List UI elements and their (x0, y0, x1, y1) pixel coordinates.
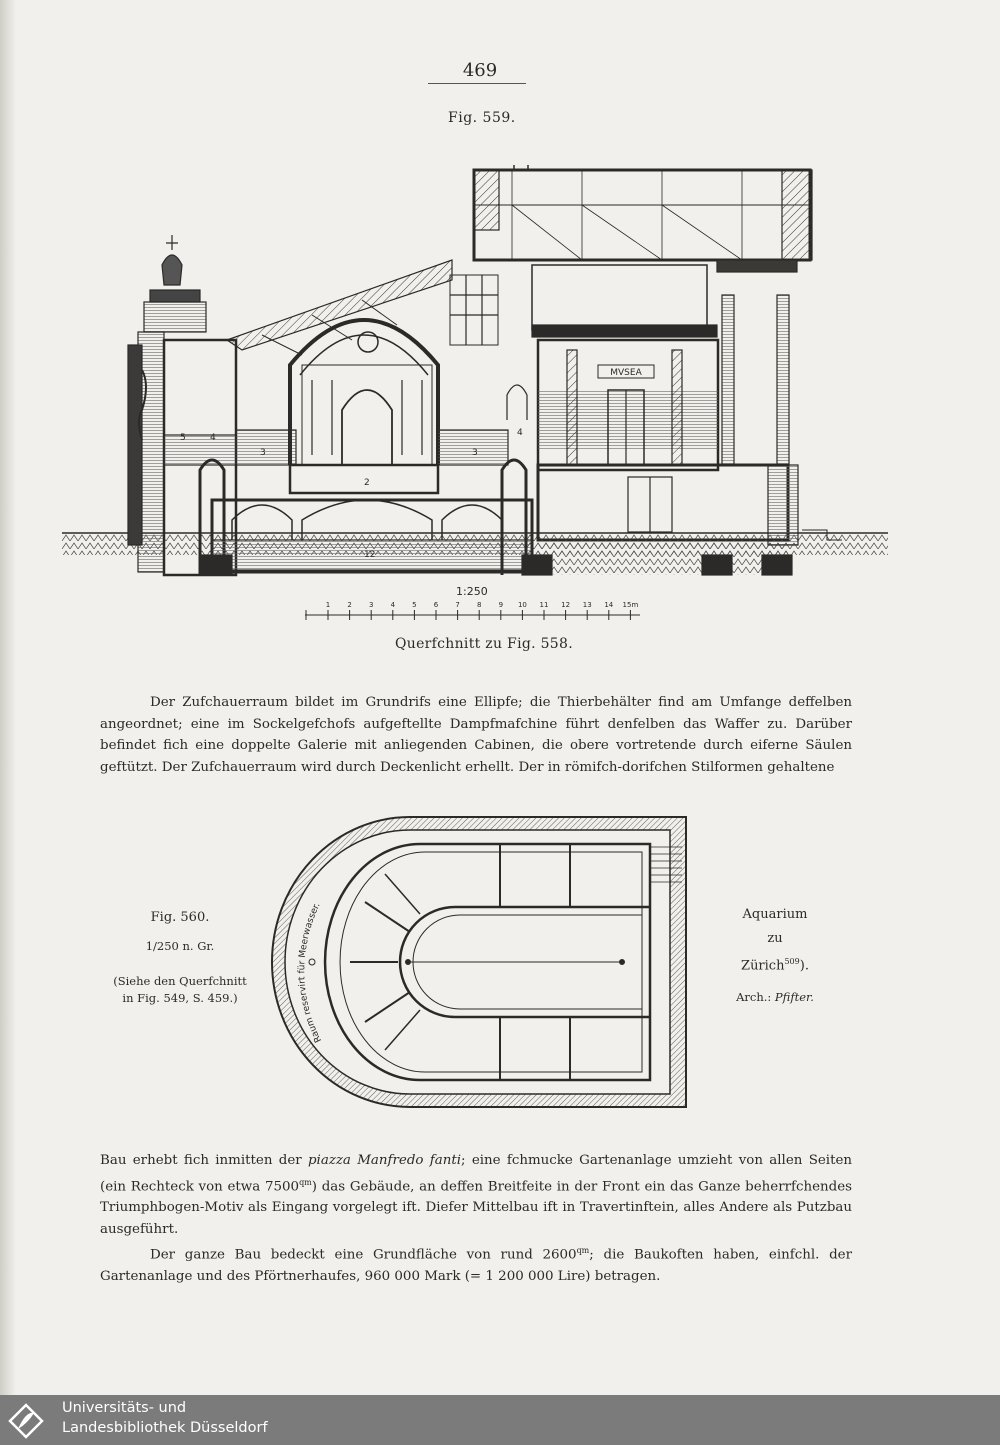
paragraph-2-part-2: ; eine fchmucke Gartenanlage umzieht von… (100, 1153, 852, 1194)
scale-tick-label: 3 (369, 601, 373, 609)
figure-559-subcaption: Querfchnitt zu Fig. 558. (395, 636, 573, 652)
aquarium-footnote-ref: 509 (784, 957, 800, 966)
scale-tick-label: 7 (455, 601, 459, 609)
figure-560-ref-line-2: in Fig. 549, S. 459.) (122, 991, 238, 1005)
paragraph-3-part-2: ; die Baukoften haben, einfchl. der Gart… (100, 1247, 852, 1285)
paragraph-1-text: Der Zufchauerraum bildet im Grundrifs ei… (100, 695, 852, 775)
figure-560-notes: Fig. 560. 1/250 n. Gr. (Siehe den Querfc… (100, 907, 260, 1007)
scale-ratio: 1:250 (456, 585, 488, 598)
paragraph-2-place: piazza Manfredo fanti (307, 1153, 461, 1168)
library-logo-icon (6, 1401, 46, 1441)
aquarium-close-paren: ). (799, 958, 809, 974)
paragraph-1: Der Zufchauerraum bildet im Grundrifs ei… (100, 692, 852, 778)
scale-tick-label: 1 (326, 601, 330, 609)
scale-tick-label: 4 (391, 601, 396, 609)
paragraph-3-text: Der ganze Bau bedeckt eine Grundfläche v… (100, 1240, 852, 1287)
aquarium-line-3: Zürich509). (715, 950, 835, 978)
library-name-line-2: Landesbibliothek Düsseldorf (62, 1420, 268, 1436)
scale-tick-label: 9 (499, 601, 503, 609)
room-label-3-right: 3 (472, 448, 478, 458)
scale-tick-label: 10 (518, 601, 527, 609)
page-number-rule (428, 83, 526, 84)
room-label-12: 12 (364, 550, 375, 560)
scale-tick-label: 15m (623, 601, 639, 609)
scale-tick-label: 12 (561, 601, 570, 609)
unit-qm-1: qm (299, 1177, 312, 1187)
scale-tick-label: 5 (412, 601, 416, 609)
scale-tick-label: 6 (434, 601, 439, 609)
architect-name: Pfifter. (774, 989, 814, 1004)
aquarium-notes: Aquarium zu Zürich509). Arch.: Pfifter. (715, 903, 835, 1009)
library-name-line-1: Universitäts- und (62, 1400, 187, 1416)
scale-tick-label: 11 (540, 601, 549, 609)
room-label-4-right: 4 (517, 428, 523, 438)
scale-tick-label: 14 (604, 601, 613, 609)
figure-559-caption: Fig. 559. (448, 110, 516, 126)
paragraph-3-part-1: Der ganze Bau bedeckt eine Grundfläche v… (150, 1247, 577, 1263)
scale-tick-label: 8 (477, 601, 481, 609)
room-label-5: 5 (180, 433, 186, 443)
library-footer: Universitäts- und Landesbibliothek Düsse… (0, 1395, 1000, 1445)
page-number: 469 (462, 60, 498, 81)
paragraph-2-part-1: Bau erhebt fich inmitten der (100, 1153, 302, 1168)
musea-sign: MVSEA (610, 368, 642, 378)
room-label-4-left: 4 (210, 433, 216, 443)
aquarium-line-2: zu (767, 930, 783, 946)
figure-560-ref-line-1: (Siehe den Querfchnitt (113, 974, 247, 988)
floor-plan-drawing: Raum reservirt für Meerwasser. (271, 816, 687, 1108)
unit-qm-2: qm (576, 1246, 590, 1256)
figure-560-caption: Fig. 560. (150, 910, 210, 925)
scale-tick-label: 13 (583, 601, 592, 609)
room-label-2: 2 (364, 478, 370, 488)
aquarium-city: Zürich (741, 958, 785, 974)
paragraph-2: Bau erhebt fich inmitten der piazza Manf… (100, 1150, 852, 1288)
room-label-3-left: 3 (260, 448, 266, 458)
page-edge-shadow (0, 0, 16, 1395)
library-name: Universitäts- und Landesbibliothek Düsse… (62, 1398, 268, 1438)
figure-560-scale: 1/250 n. Gr. (145, 939, 215, 953)
architect-prefix: Arch.: (736, 989, 772, 1004)
paragraph-2-text: Bau erhebt fich inmitten der piazza Manf… (100, 1150, 852, 1240)
architect-line: Arch.: Pfifter. (715, 986, 835, 1010)
paragraph-2-part-3: ) das Gebäude, an deffen Breitfeite in d… (100, 1178, 852, 1237)
aquarium-line-1: Aquarium (742, 907, 808, 922)
cross-section-drawing: MVSEA 5 4 3 2 3 4 12 (62, 165, 888, 577)
scale-tick-label: 2 (347, 601, 351, 609)
